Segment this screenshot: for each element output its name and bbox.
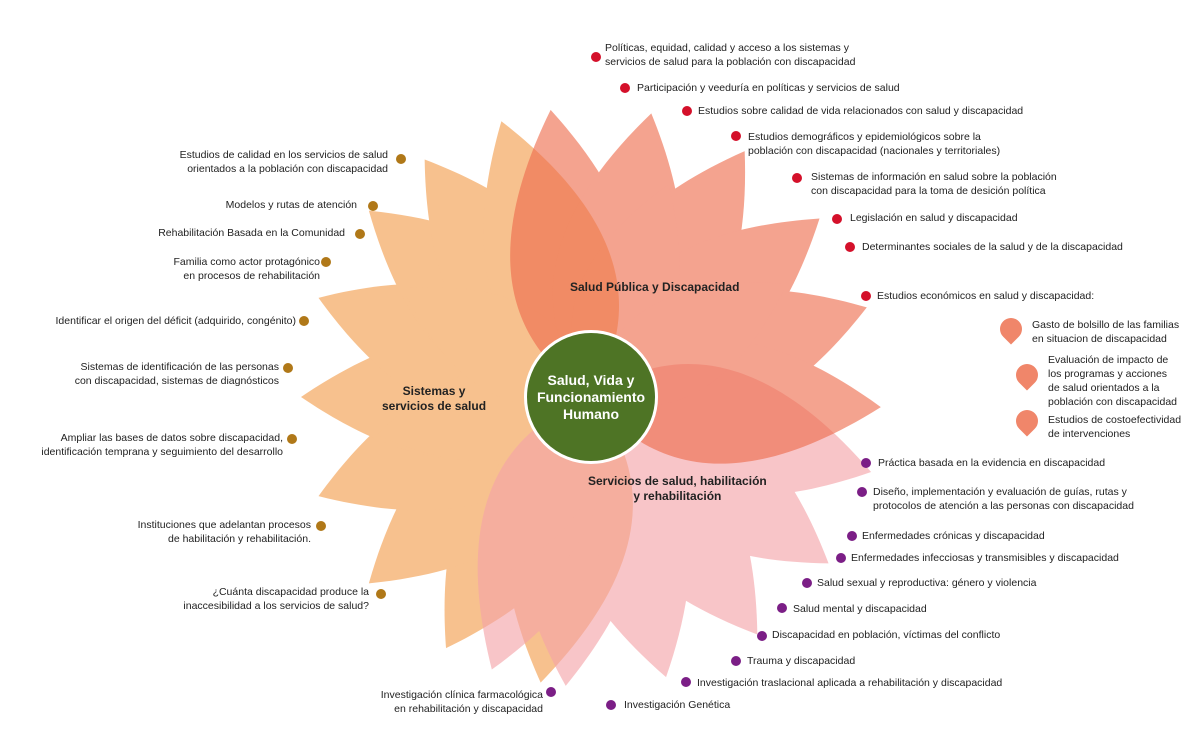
bullet-dot: [861, 291, 871, 301]
bullet-dot: [355, 229, 365, 239]
bullet-dot: [368, 201, 378, 211]
bullet-dot: [287, 434, 297, 444]
left-item: Rehabilitación Basada en la Comunidad: [158, 227, 345, 239]
bullet-dot: [376, 589, 386, 599]
top-item: Estudios sobre calidad de vida relaciona…: [698, 105, 1024, 117]
bullet-dot: [757, 631, 767, 641]
top-item: Sistemas de información en salud sobre l…: [811, 171, 1057, 197]
left-item: Estudios de calidad en los servicios de …: [179, 149, 388, 175]
bullet-dot: [682, 106, 692, 116]
left-item: Instituciones que adelantan procesos de …: [137, 519, 311, 545]
left-item: Sistemas de identificación de las person…: [74, 361, 279, 387]
center-title: Salud, Vida y Funcionamiento Humano: [536, 371, 646, 422]
top-item: Determinantes sociales de la salud y de …: [862, 241, 1123, 253]
left-item: Familia como actor protagónico en proces…: [173, 256, 320, 282]
bullet-dot: [591, 52, 601, 62]
bullet-dot: [836, 553, 846, 563]
bullet-dot: [731, 656, 741, 666]
bullet-dot: [731, 131, 741, 141]
top-item: Legislación en salud y discapacidad: [850, 212, 1018, 224]
bullet-dot: [606, 700, 616, 710]
section-title-salud-publica: Salud Pública y Discapacidad: [570, 280, 740, 294]
section-title-sistemas: Sistemas y servicios de salud: [382, 384, 487, 413]
bottom-item: Enfermedades crónicas y discapacidad: [862, 530, 1045, 542]
bottom-item: Investigación clínica farmacológica en r…: [380, 689, 543, 715]
left-item: ¿Cuánta discapacidad produce la inaccesi…: [183, 586, 369, 612]
top-item: Estudios demográficos y epidemiológicos …: [748, 131, 1001, 157]
bullet-dot: [316, 521, 326, 531]
bottom-item: Discapacidad en población, víctimas del …: [772, 629, 1001, 641]
bullet-dot: [832, 214, 842, 224]
bullet-dot: [299, 316, 309, 326]
bullet-dot: [620, 83, 630, 93]
top-item: Estudios económicos en salud y discapaci…: [877, 290, 1095, 302]
top-item: Políticas, equidad, calidad y acceso a l…: [605, 42, 856, 68]
left-item: Ampliar las bases de datos sobre discapa…: [41, 432, 283, 458]
econ-subitem: Estudios de costoefectividad de interven…: [1048, 414, 1182, 440]
econ-subitem: Gasto de bolsillo de las familias en sit…: [1032, 319, 1180, 345]
econ-subitem: Evaluación de impacto de los programas y…: [1048, 354, 1178, 408]
bullet-dot: [283, 363, 293, 373]
bullet-dot: [802, 578, 812, 588]
bullet-dot: [396, 154, 406, 164]
bullet-dot: [681, 677, 691, 687]
bullet-dot: [857, 487, 867, 497]
bottom-item: Práctica basada en la evidencia en disca…: [878, 457, 1106, 469]
section-title-servicios: Servicios de salud, habilitación y rehab…: [588, 474, 767, 503]
bullet-dot: [777, 603, 787, 613]
bottom-item: Trauma y discapacidad: [747, 655, 856, 667]
bullet-dot: [321, 257, 331, 267]
bottom-item: Investigación Genética: [624, 699, 731, 711]
bullet-dot: [847, 531, 857, 541]
bottom-item: Salud sexual y reproductiva: género y vi…: [817, 577, 1037, 589]
bullet-dot: [861, 458, 871, 468]
bottom-item: Salud mental y discapacidad: [793, 603, 927, 615]
bullet-dot: [546, 687, 556, 697]
left-item: Modelos y rutas de atención: [225, 199, 357, 211]
top-item: Participación y veeduría en políticas y …: [637, 82, 900, 94]
bullet-dot: [845, 242, 855, 252]
bottom-item: Diseño, implementación y evaluación de g…: [873, 486, 1134, 512]
bottom-item: Investigación traslacional aplicada a re…: [697, 677, 1003, 689]
bottom-item: Enfermedades infecciosas y transmisibles…: [851, 552, 1119, 564]
bullet-dot: [792, 173, 802, 183]
left-item: Identificar el origen del déficit (adqui…: [55, 315, 296, 327]
center-circle: Salud, Vida y Funcionamiento Humano: [524, 330, 658, 464]
